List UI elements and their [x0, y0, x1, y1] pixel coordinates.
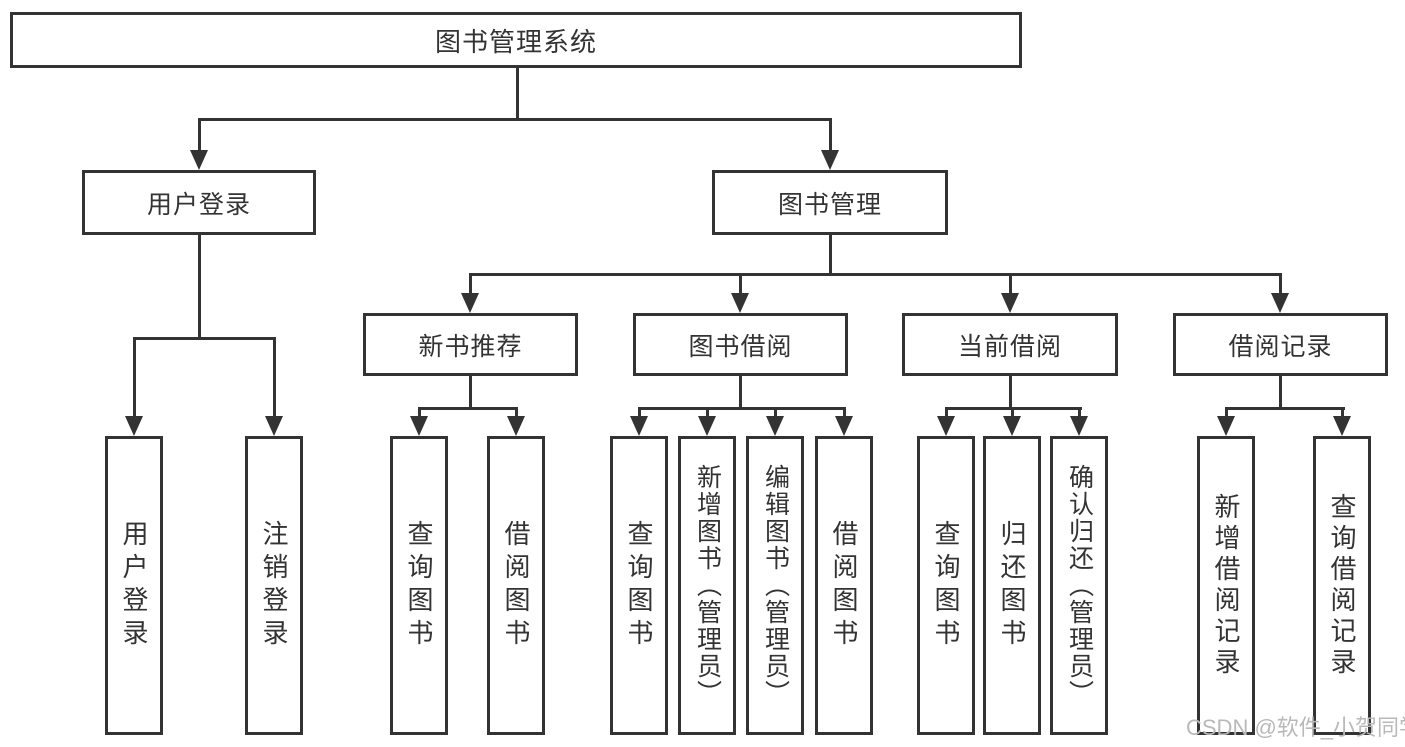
connector-line — [945, 407, 948, 419]
node-label: 编辑图书（管理员） — [761, 464, 790, 707]
arrow-down-icon — [630, 416, 648, 436]
arrow-down-icon — [937, 416, 955, 436]
connector-line — [638, 407, 641, 419]
node-current-borrow: 当前借阅 — [902, 313, 1118, 376]
connector-line — [133, 337, 276, 340]
connector-line — [739, 375, 742, 409]
arrow-down-icon — [125, 416, 143, 436]
connector-line — [1009, 273, 1012, 295]
node-new-book-recommend: 新书推荐 — [363, 313, 578, 376]
node-label: 图书借阅 — [688, 332, 793, 361]
leaf-borrow-books-recommend: 借阅图书 — [487, 436, 545, 735]
arrow-down-icon — [190, 150, 208, 170]
node-label: 查询图书 — [404, 519, 434, 652]
node-label: 确认归还（管理员） — [1065, 464, 1094, 707]
connector-line — [1078, 407, 1081, 419]
connector-line — [418, 407, 518, 410]
leaf-query-books-borrow: 查询图书 — [610, 436, 668, 735]
connector-line — [133, 337, 136, 419]
node-label: 借阅图书 — [829, 519, 859, 652]
node-label: 查询借阅记录 — [1327, 492, 1357, 679]
connector-line — [469, 273, 1282, 276]
node-user-login: 用户登录 — [82, 170, 316, 235]
arrow-down-icon — [1003, 416, 1021, 436]
connector-line — [1011, 407, 1014, 419]
connector-line — [418, 407, 421, 419]
leaf-add-book-admin: 新增图书（管理员） — [678, 436, 736, 735]
node-label: 新书推荐 — [418, 332, 523, 361]
leaf-confirm-return-admin: 确认归还（管理员） — [1050, 436, 1108, 735]
node-book-management: 图书管理 — [712, 170, 948, 235]
arrow-down-icon — [507, 416, 525, 436]
arrow-down-icon — [1217, 416, 1235, 436]
node-label: 查询图书 — [624, 519, 654, 652]
arrow-down-icon — [698, 416, 716, 436]
connector-line — [829, 118, 832, 154]
arrow-down-icon — [1001, 293, 1019, 313]
node-label: 借阅记录 — [1228, 332, 1333, 361]
node-book-borrow: 图书借阅 — [633, 313, 848, 376]
node-label: 当前借阅 — [957, 332, 1062, 361]
arrow-down-icon — [410, 416, 428, 436]
arrow-down-icon — [461, 293, 479, 313]
node-label: 归还图书 — [997, 519, 1027, 652]
node-label: 借阅图书 — [501, 519, 531, 652]
leaf-return-books: 归还图书 — [983, 436, 1041, 735]
connector-line — [843, 407, 846, 419]
node-root: 图书管理系统 — [10, 12, 1022, 68]
arrow-down-icon — [1070, 416, 1088, 436]
arrow-down-icon — [731, 293, 749, 313]
leaf-query-books-current: 查询图书 — [917, 436, 975, 735]
connector-line — [1225, 407, 1228, 419]
leaf-add-borrow-record: 新增借阅记录 — [1197, 436, 1255, 735]
node-label: 新增借阅记录 — [1211, 492, 1241, 679]
leaf-logout-login: 注销登录 — [245, 436, 303, 735]
arrow-down-icon — [265, 416, 283, 436]
leaf-user-login: 用户登录 — [105, 436, 163, 735]
connector-line — [198, 234, 201, 339]
connector-line — [1225, 407, 1345, 410]
node-borrow-record: 借阅记录 — [1173, 313, 1388, 376]
connector-line — [706, 407, 709, 419]
node-label: 图书管理 — [777, 190, 882, 219]
connector-line — [1009, 375, 1012, 409]
connector-line — [198, 118, 201, 154]
node-label: 查询图书 — [931, 519, 961, 652]
connector-line — [198, 118, 832, 121]
connector-line — [1279, 273, 1282, 295]
connector-line — [273, 337, 276, 419]
connector-line — [638, 407, 846, 410]
leaf-query-borrow-record: 查询借阅记录 — [1313, 436, 1371, 735]
arrow-down-icon — [1333, 416, 1351, 436]
node-label: 图书管理系统 — [434, 26, 597, 57]
arrow-down-icon — [821, 150, 839, 170]
arrow-down-icon — [766, 416, 784, 436]
watermark: CSDN @软件_小贺同学 — [1186, 715, 1405, 740]
connector-line — [516, 68, 519, 120]
node-label: 新增图书（管理员） — [693, 464, 722, 707]
connector-line — [469, 273, 472, 295]
connector-line — [739, 273, 742, 295]
node-label: 用户登录 — [119, 519, 149, 652]
leaf-query-books-recommend: 查询图书 — [390, 436, 448, 735]
connector-line — [829, 234, 832, 275]
arrow-down-icon — [835, 416, 853, 436]
leaf-borrow-books: 借阅图书 — [815, 436, 873, 735]
connector-line — [515, 407, 518, 419]
node-label: 用户登录 — [146, 190, 251, 219]
connector-line — [774, 407, 777, 419]
leaf-edit-book-admin: 编辑图书（管理员） — [746, 436, 804, 735]
connector-line — [1341, 407, 1344, 419]
connector-line — [1279, 375, 1282, 409]
arrow-down-icon — [1271, 293, 1289, 313]
connector-line — [469, 375, 472, 409]
node-label: 注销登录 — [259, 519, 289, 652]
